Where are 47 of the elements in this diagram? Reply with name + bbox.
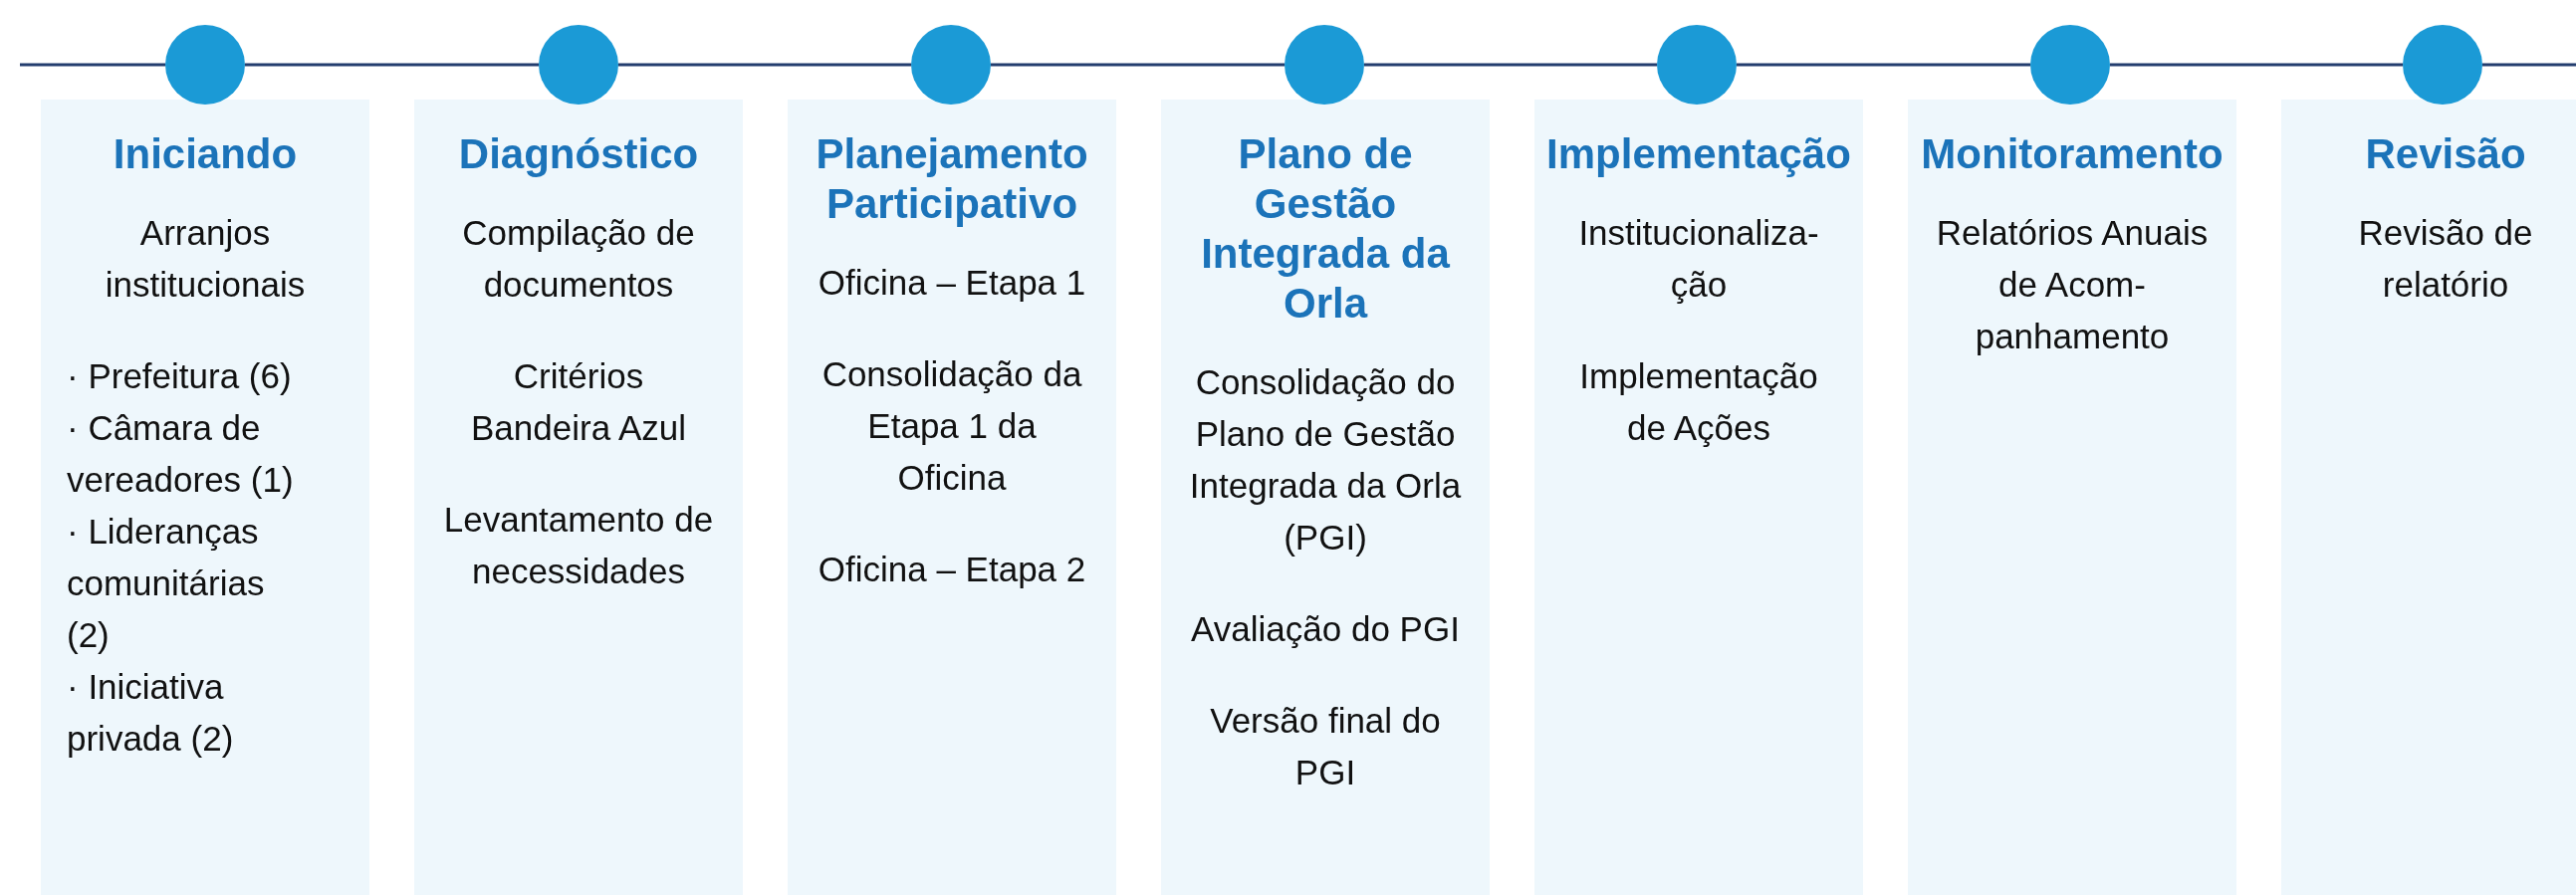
stage-panel [788, 100, 1116, 895]
stage-heading: Iniciando [112, 129, 299, 179]
stage-heading: Diagnóstico [457, 129, 700, 179]
timeline-line [2110, 63, 2403, 67]
timeline-line [20, 63, 165, 67]
stage-item: Consolidação da Etapa 1 da Oficina [820, 353, 1083, 499]
stage-item: Arranjos institucionais [104, 212, 307, 306]
stage-heading: Implementação [1545, 129, 1852, 179]
stage-panel [1908, 100, 2236, 895]
stage-panel [2281, 100, 2576, 895]
timeline-line [991, 63, 1285, 67]
stage-item: Compilação de documentos [461, 212, 696, 306]
timeline-line [1737, 63, 2030, 67]
stage-item: Oficina – Etapa 2 [817, 549, 1087, 590]
milestone-dot [911, 25, 991, 105]
stage-item: Critérios Bandeira Azul [470, 355, 687, 449]
stage-heading: Plano de Gestão Integrada da Orla [1200, 129, 1451, 329]
stage-item: Levantamento de necessidades [442, 499, 715, 592]
milestone-dot [1285, 25, 1364, 105]
milestone-dot [539, 25, 618, 105]
stage-heading: Revisão [2364, 129, 2527, 179]
stage-item: Oficina – Etapa 1 [817, 262, 1087, 304]
stage-heading: Planejamento Participativo [815, 129, 1089, 229]
stage-panel [41, 100, 369, 895]
milestone-dot [1657, 25, 1737, 105]
timeline-line [1364, 63, 1657, 67]
stage-item: · Iniciativa privada (2) [67, 666, 235, 760]
stage-item: Institucionaliza- ção [1577, 212, 1820, 306]
stage-item: Versão final do PGI [1209, 700, 1442, 793]
stage-item: Avaliação do PGI [1190, 608, 1461, 650]
milestone-dot [2030, 25, 2110, 105]
stage-item: · Lideranças comunitárias (2) [67, 511, 266, 656]
stage-item: Revisão de relatório [2357, 212, 2534, 306]
stage-item: Relatórios Anuais de Acom- panhamento [1935, 212, 2210, 357]
milestone-dot [2403, 25, 2482, 105]
stage-panel [1161, 100, 1490, 895]
stage-item: · Prefeitura (6) [67, 355, 293, 397]
stage-panel [414, 100, 743, 895]
stage-item: Consolidação do Plano de Gestão Integrada da Orla (PGI) [1188, 361, 1463, 559]
stage-item: Implementação de Ações [1578, 355, 1819, 449]
timeline-line [2482, 63, 2576, 67]
timeline-line [618, 63, 911, 67]
stage-panel [1534, 100, 1863, 895]
milestone-dot [165, 25, 245, 105]
stage-heading: Monitoramento [1920, 129, 2225, 179]
timeline-line [245, 63, 539, 67]
stage-item: · Câmara de vereadores (1) [67, 407, 295, 501]
